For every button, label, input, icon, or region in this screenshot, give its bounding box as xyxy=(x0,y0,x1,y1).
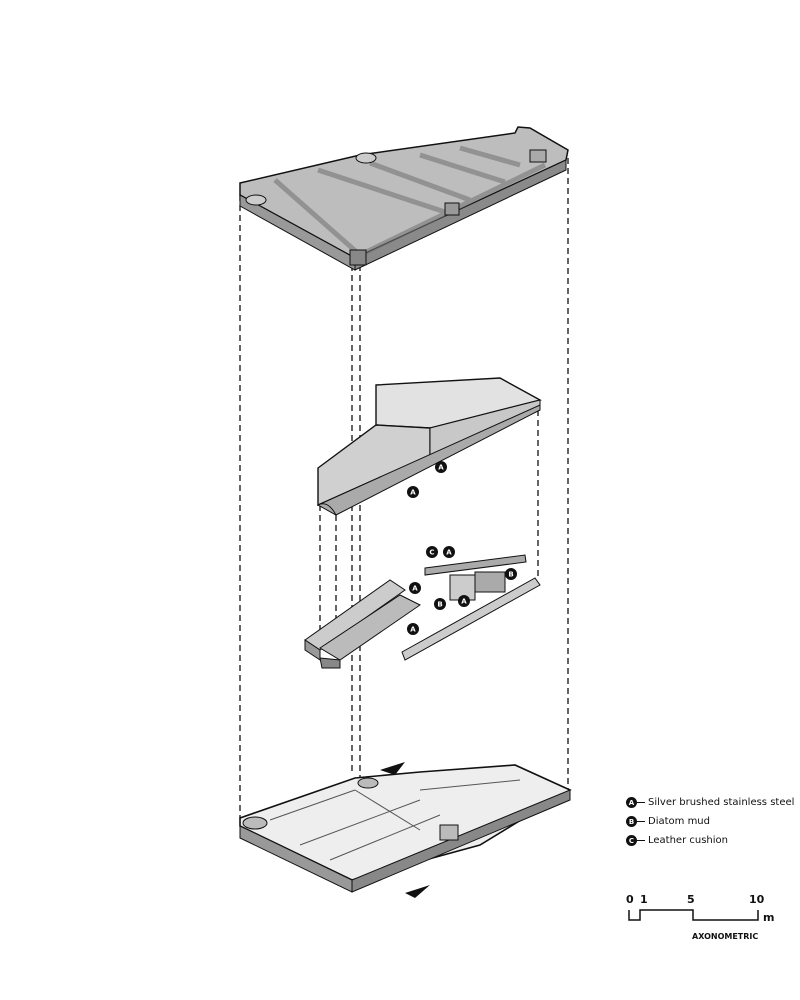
material-marker: A xyxy=(443,546,455,558)
marker-label: C xyxy=(429,549,434,557)
marker-label: A xyxy=(446,549,452,557)
marker-label: A xyxy=(410,626,416,634)
north-arrow-icon xyxy=(380,762,405,775)
section-arrow-icon xyxy=(405,885,430,898)
legend-label: Leather cushion xyxy=(648,835,728,846)
legend-item: B Diatom mud xyxy=(626,812,794,831)
material-marker: A xyxy=(407,623,419,635)
material-marker: A xyxy=(407,486,419,498)
legend-label: Silver brushed stainless steel xyxy=(648,797,795,808)
scale-tick: 10 xyxy=(749,893,765,906)
marker-label: B xyxy=(508,571,513,579)
projection-lines xyxy=(239,158,569,818)
legend-item: C Leather cushion xyxy=(626,831,794,850)
marker-label: B xyxy=(437,601,442,609)
legend-label: Diatom mud xyxy=(648,816,710,827)
ceiling-volume xyxy=(316,377,542,516)
legend-key: C xyxy=(626,835,637,846)
material-marker: A xyxy=(409,582,421,594)
legend-key: A xyxy=(626,797,637,808)
marker-label: A xyxy=(412,585,418,593)
scale-bar xyxy=(628,909,759,921)
legend-key: B xyxy=(626,816,637,827)
scale-tick: 5 xyxy=(687,893,695,906)
material-marker: C xyxy=(426,546,438,558)
material-marker: A xyxy=(435,461,447,473)
legend-item: A Silver brushed stainless steel xyxy=(626,793,794,812)
furniture-pieces xyxy=(304,554,541,669)
marker-label: A xyxy=(438,464,444,472)
scale-unit: m xyxy=(763,911,775,924)
material-markers: A A C A A B B A A xyxy=(407,461,517,635)
material-marker: A xyxy=(458,595,470,607)
marker-label: A xyxy=(461,598,467,606)
marker-label: A xyxy=(410,489,416,497)
material-legend: A Silver brushed stainless steel B Diatom … xyxy=(626,793,794,850)
view-caption: AXONOMETRIC xyxy=(692,932,759,941)
scale-tick: 0 xyxy=(626,893,634,906)
roof-slab xyxy=(239,126,569,271)
scale-tick: 1 xyxy=(640,893,648,906)
material-marker: B xyxy=(505,568,517,580)
material-marker: B xyxy=(434,598,446,610)
floor-plan xyxy=(239,762,572,898)
